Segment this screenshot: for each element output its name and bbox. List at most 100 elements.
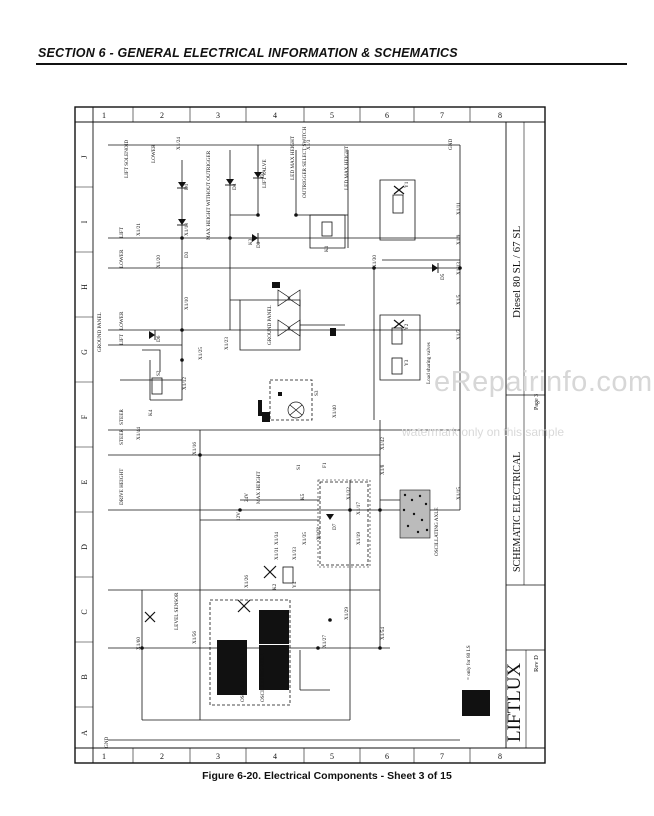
model-label: Diesel 80 SL / 67 SL [511, 226, 523, 318]
x1-56-label: X1/56 [192, 631, 198, 644]
x1-32-label: X1/32 [346, 487, 352, 500]
row-C: C [80, 609, 89, 614]
d6-label: D6 [156, 335, 162, 342]
drawing-title: SCHEMATIC ELECTRICAL [512, 452, 523, 572]
relay-coils [151, 194, 404, 584]
col-7-bottom: 7 [440, 752, 444, 761]
lower-label-2: LOWER [119, 249, 125, 268]
steer-label: STEER [119, 409, 125, 425]
gnd-label-1: GND [104, 737, 110, 748]
x1-5-label: X1/5 [456, 294, 462, 305]
header-rule [36, 63, 627, 65]
col-6-bottom: 6 [385, 752, 389, 761]
s2-label: S2 [156, 370, 162, 376]
x1-12-label: X1/12 [182, 377, 188, 390]
d5-label: D5 [440, 273, 446, 280]
x1-44-label: X1/44 [136, 427, 142, 440]
row-I: I [80, 220, 89, 223]
d7-label: D7 [332, 523, 338, 530]
x1-33-label: X1/33 [292, 547, 298, 560]
x1-54-label: X1/54 [380, 627, 386, 640]
col-8-bottom: 8 [498, 752, 502, 761]
section-title: SECTION 6 - GENERAL ELECTRICAL INFORMATI… [38, 46, 458, 60]
relay-12v-label: 12V [236, 512, 242, 521]
col-5-top: 5 [330, 111, 334, 120]
only-80-legend: = only for 80 LS [465, 645, 472, 680]
panel-marker-5 [278, 392, 282, 396]
ground-panel-label: GROUND PANEL [97, 312, 103, 352]
oscillating-axle-sensor-1 [217, 640, 247, 695]
col-1-bottom: 1 [102, 752, 106, 761]
column-dividers [132, 107, 471, 763]
x1-24-label: X1/24 [176, 137, 182, 150]
x1-3-label: X1/3 [306, 139, 312, 150]
valve-crosses [144, 185, 405, 623]
lower-label-3: LOWER [119, 311, 125, 330]
x1-15-label: X1/15 [456, 487, 462, 500]
led-box [317, 479, 371, 568]
k5-label: K5 [300, 493, 306, 500]
level-sensor-label: LEVEL SENSOR [174, 592, 180, 630]
y3-label: Y3 [404, 359, 410, 366]
x1-60-label: X1/60 [136, 637, 142, 650]
oscillating-axle-sensor-3 [259, 645, 289, 690]
row-B: B [80, 674, 89, 679]
wiring [108, 144, 461, 741]
max-height-outrigger-label: MAX HEIGHT WITHOUT OUTRIGGER [206, 150, 212, 240]
x1-7-label: X1/7 [456, 329, 462, 340]
panel-marker-2 [330, 328, 336, 336]
diodes [149, 172, 439, 520]
led-max-height-label-2: LED MAX HEIGHT [344, 145, 350, 190]
row-A: A [80, 730, 89, 736]
x1-22-label: X1/22 [316, 527, 322, 540]
col-7-top: 7 [440, 111, 444, 120]
x1-42-label: X1/42 [380, 437, 386, 450]
panel-marker-1 [272, 282, 280, 288]
diagram-labels: LIFT SOLENOID LOWER LIFT VALVE MAX HEIGH… [97, 126, 472, 748]
row-E: E [80, 479, 89, 484]
legend-black-block [462, 690, 490, 716]
d8-label: D8 [256, 241, 262, 248]
watermark-logo: eRepairinfo.com [434, 366, 653, 398]
s3-label: S3 [314, 390, 320, 396]
col-3-bottom: 3 [216, 752, 220, 761]
x1-30-label: X1/30 [372, 255, 378, 268]
x1-40-label: X1/40 [332, 405, 338, 418]
title-block: LIFTLUX Rev D SCHEMATIC ELECTRICAL Page … [504, 122, 545, 748]
x1-16-label: X1/16 [192, 442, 198, 455]
y1-label: Y1 [404, 181, 410, 188]
col-1-top: 1 [102, 111, 106, 120]
brand-logo-text: LIFTLUX [504, 663, 525, 742]
x1-26-label: X1/26 [244, 575, 250, 588]
col-3-top: 3 [216, 111, 220, 120]
level-sensor-speckle [399, 489, 431, 539]
x1-9-label: X1/9 [456, 234, 462, 245]
x1-19-label: X1/19 [356, 532, 362, 545]
x1-10-label: X1/10 [184, 297, 190, 310]
k1-label: K1 [324, 245, 330, 252]
col-2-bottom: 2 [160, 752, 164, 761]
d4-label: D4 [232, 183, 238, 190]
x1-13-label: X1/13 [456, 262, 462, 275]
row-F: F [80, 414, 89, 419]
col-5-bottom: 5 [330, 752, 334, 761]
k3-label: K3 [248, 238, 254, 245]
watermark-notice: watermark only on this sample [402, 425, 565, 439]
lower-label-1: LOWER [151, 144, 157, 163]
oscillating-axle-label-3: OSCILLATING AXLE [434, 507, 440, 556]
oscillating-axle-label-2: OSCILLATING AXLE [260, 653, 266, 702]
s1-label: S1 [296, 464, 302, 470]
figure-caption: Figure 6-20. Electrical Components - She… [202, 770, 452, 782]
x1-27-label: X1/27 [322, 635, 328, 648]
relay-24v-label: 24V [244, 493, 250, 502]
d2-label: D2 [260, 171, 266, 178]
ground-panel-label-2: GROUND PANEL [267, 305, 273, 345]
d1-label: D1 [184, 183, 190, 190]
y2-label: Y2 [404, 323, 410, 330]
joystick-symbols [277, 289, 305, 419]
col-6-top: 6 [385, 111, 389, 120]
k2-label: K2 [272, 583, 278, 590]
col-4-bottom: 4 [273, 752, 277, 761]
y4-label: Y4 [292, 581, 298, 588]
panel-marker-4 [258, 400, 262, 416]
